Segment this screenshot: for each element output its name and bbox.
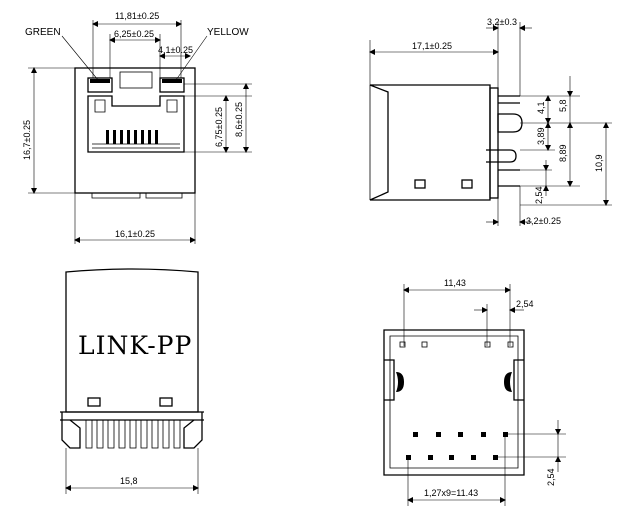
side-retention-clip [486, 149, 517, 163]
label-yellow: YELLOW [207, 27, 249, 38]
footprint-outline [383, 329, 525, 476]
brand-text: LINK-PP [78, 331, 192, 360]
front-body-outline [74, 67, 196, 194]
rear-clip-left [61, 412, 81, 449]
side-mounting-post [497, 113, 523, 133]
dim-height-total: 16,7±0.25 [22, 120, 32, 160]
rear-clip-right [183, 412, 203, 449]
green-led-window [87, 77, 113, 93]
rear-tab-left [87, 397, 101, 407]
dim-2-54-side: 2,54 [534, 186, 544, 204]
mount-hole-right [504, 372, 512, 392]
yellow-led-bar [162, 79, 182, 83]
dim-led-offset: 4,1±0.25 [158, 45, 193, 55]
dim-width-bottom: 16,1±0.25 [115, 229, 155, 239]
dim-rear-width: 15,8 [120, 476, 138, 486]
dim-height-b: 8,6±0.25 [234, 102, 244, 137]
side-slot-left [414, 179, 426, 189]
side-view: 3,2±0.3 17,1±0.25 4,1 3,89 5,8 8,89 10,9… [369, 17, 612, 226]
rear-pins [85, 419, 181, 449]
dim-row-pitch: 2,54 [546, 468, 556, 486]
dim-depth: 17,1±0.25 [412, 41, 452, 51]
side-slot-right [461, 179, 473, 189]
port-opening [87, 95, 185, 153]
footprint-inner-outline [389, 335, 519, 469]
front-bottom-tabs [91, 193, 183, 199]
dim-post-pitch: 2,54 [516, 299, 534, 309]
front-contacts [106, 130, 158, 144]
front-view: 11,81±0.25 6,25±0.25 4,1±0.25 GREEN YELL… [22, 11, 252, 244]
label-green: GREEN [25, 27, 61, 38]
rear-body-outline [65, 268, 199, 413]
dim-height-a: 6,75±0.25 [214, 107, 224, 147]
dim-8-89: 8,89 [558, 144, 568, 162]
front-latch [119, 71, 153, 89]
green-led-bar [90, 79, 110, 83]
port-side-notches [94, 99, 178, 113]
dim-led-spacing: 6,25±0.25 [114, 29, 154, 39]
dim-3-89: 3,89 [536, 127, 546, 145]
dim-pin-pitch: 1,27x9=11.43 [424, 488, 478, 498]
dim-4-1: 4,1 [536, 101, 546, 114]
dim-width-top: 11,81±0.25 [115, 11, 159, 21]
dim-pin-top: 3,2±0.3 [487, 17, 517, 27]
dim-pin-bottom: 3,2±0.25 [526, 216, 561, 226]
pin-row-bottom [406, 455, 498, 460]
notch-left [384, 359, 395, 401]
port-floor [92, 143, 180, 149]
side-rear-block [489, 87, 499, 199]
rear-tab-right [159, 397, 173, 407]
pin-row-top [413, 432, 508, 437]
rear-view: LINK-PP 15,8 [60, 268, 204, 494]
yellow-led-window [159, 77, 185, 93]
notch-right [513, 359, 524, 401]
dim-5-8: 5,8 [558, 99, 568, 112]
dim-10-9: 10,9 [594, 154, 604, 172]
dim-footprint-span: 11,43 [444, 278, 466, 288]
footprint-view: 11,43 2,54 2,54 1,27x9=11.43 [383, 278, 566, 506]
mount-hole-left [396, 372, 404, 392]
